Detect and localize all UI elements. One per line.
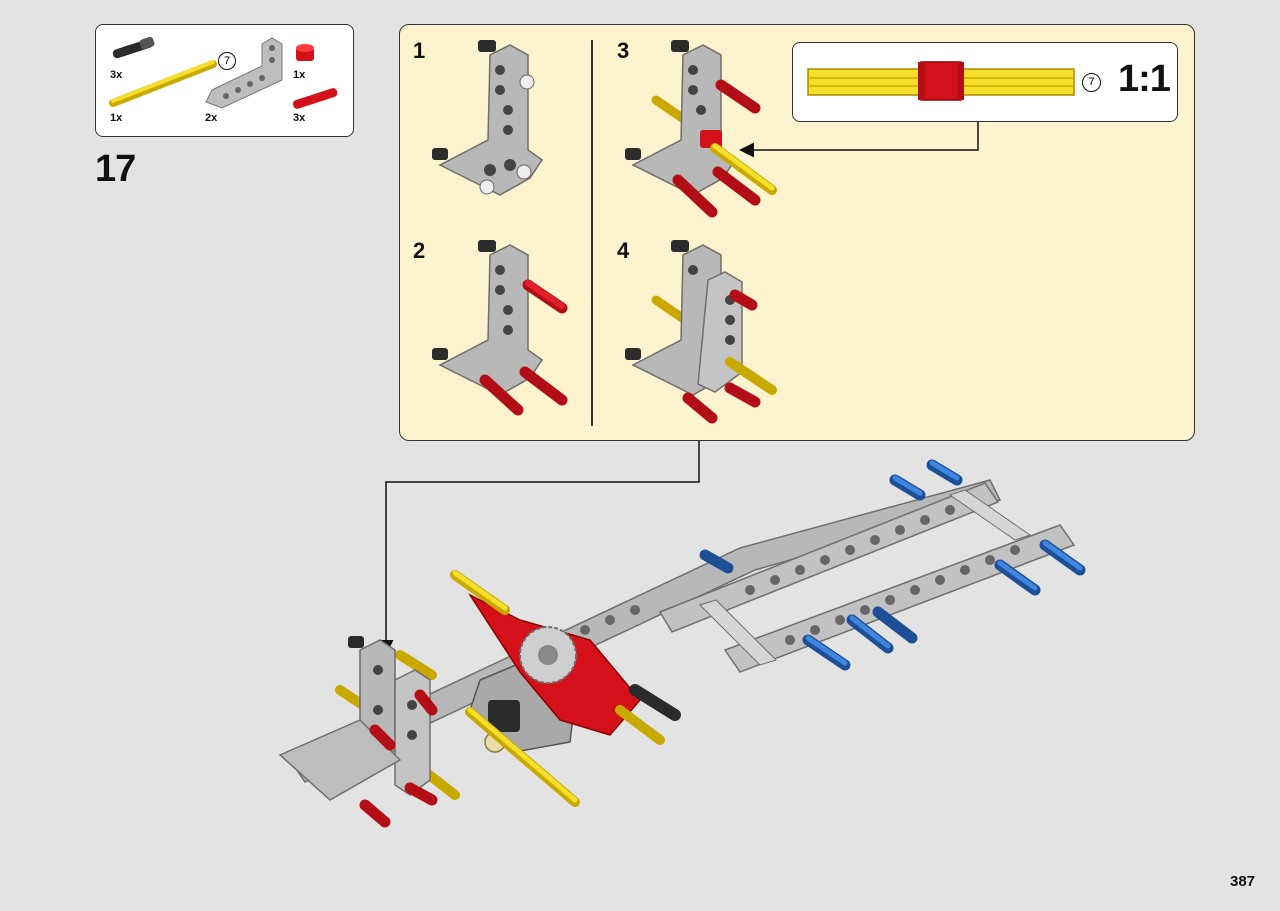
page-number: 387 — [1230, 873, 1256, 890]
sub-step-3-model — [625, 40, 777, 218]
sub-step-4-label: 4 — [617, 238, 630, 263]
placement-arrow — [378, 441, 700, 655]
sub-step-1-label: 1 — [413, 38, 426, 63]
red-bushing-icon — [296, 44, 314, 61]
sub-step-4-model — [625, 240, 777, 424]
sub-step-2-model — [432, 240, 568, 416]
sub-step-1-model — [432, 40, 544, 196]
part-qty-yellow-axle: 1x — [110, 112, 123, 124]
panel-divider — [591, 40, 593, 426]
step-number: 17 — [95, 148, 136, 190]
callout-axle-length-marker: 7 — [1082, 73, 1101, 92]
red-axle-pin-icon — [292, 88, 338, 109]
black-axle-pin-icon — [112, 36, 155, 59]
callout-axle-with-bushing-icon — [807, 61, 1075, 101]
part-qty-l-beam: 2x — [205, 112, 218, 124]
yellow-axle-icon — [109, 60, 217, 107]
sub-step-2-label: 2 — [413, 238, 426, 263]
axle-length-marker: 7 — [218, 52, 236, 70]
callout-pointer-arrow — [739, 122, 979, 158]
part-qty-black-pin: 3x — [110, 69, 123, 81]
l-beam-icon — [205, 37, 283, 109]
main-assembly-model — [278, 459, 1086, 828]
part-qty-red-pin: 3x — [293, 112, 306, 124]
scale-label: 1:1 — [1118, 58, 1171, 100]
part-qty-red-bushing: 1x — [293, 69, 306, 81]
sub-step-3-label: 3 — [617, 38, 630, 63]
